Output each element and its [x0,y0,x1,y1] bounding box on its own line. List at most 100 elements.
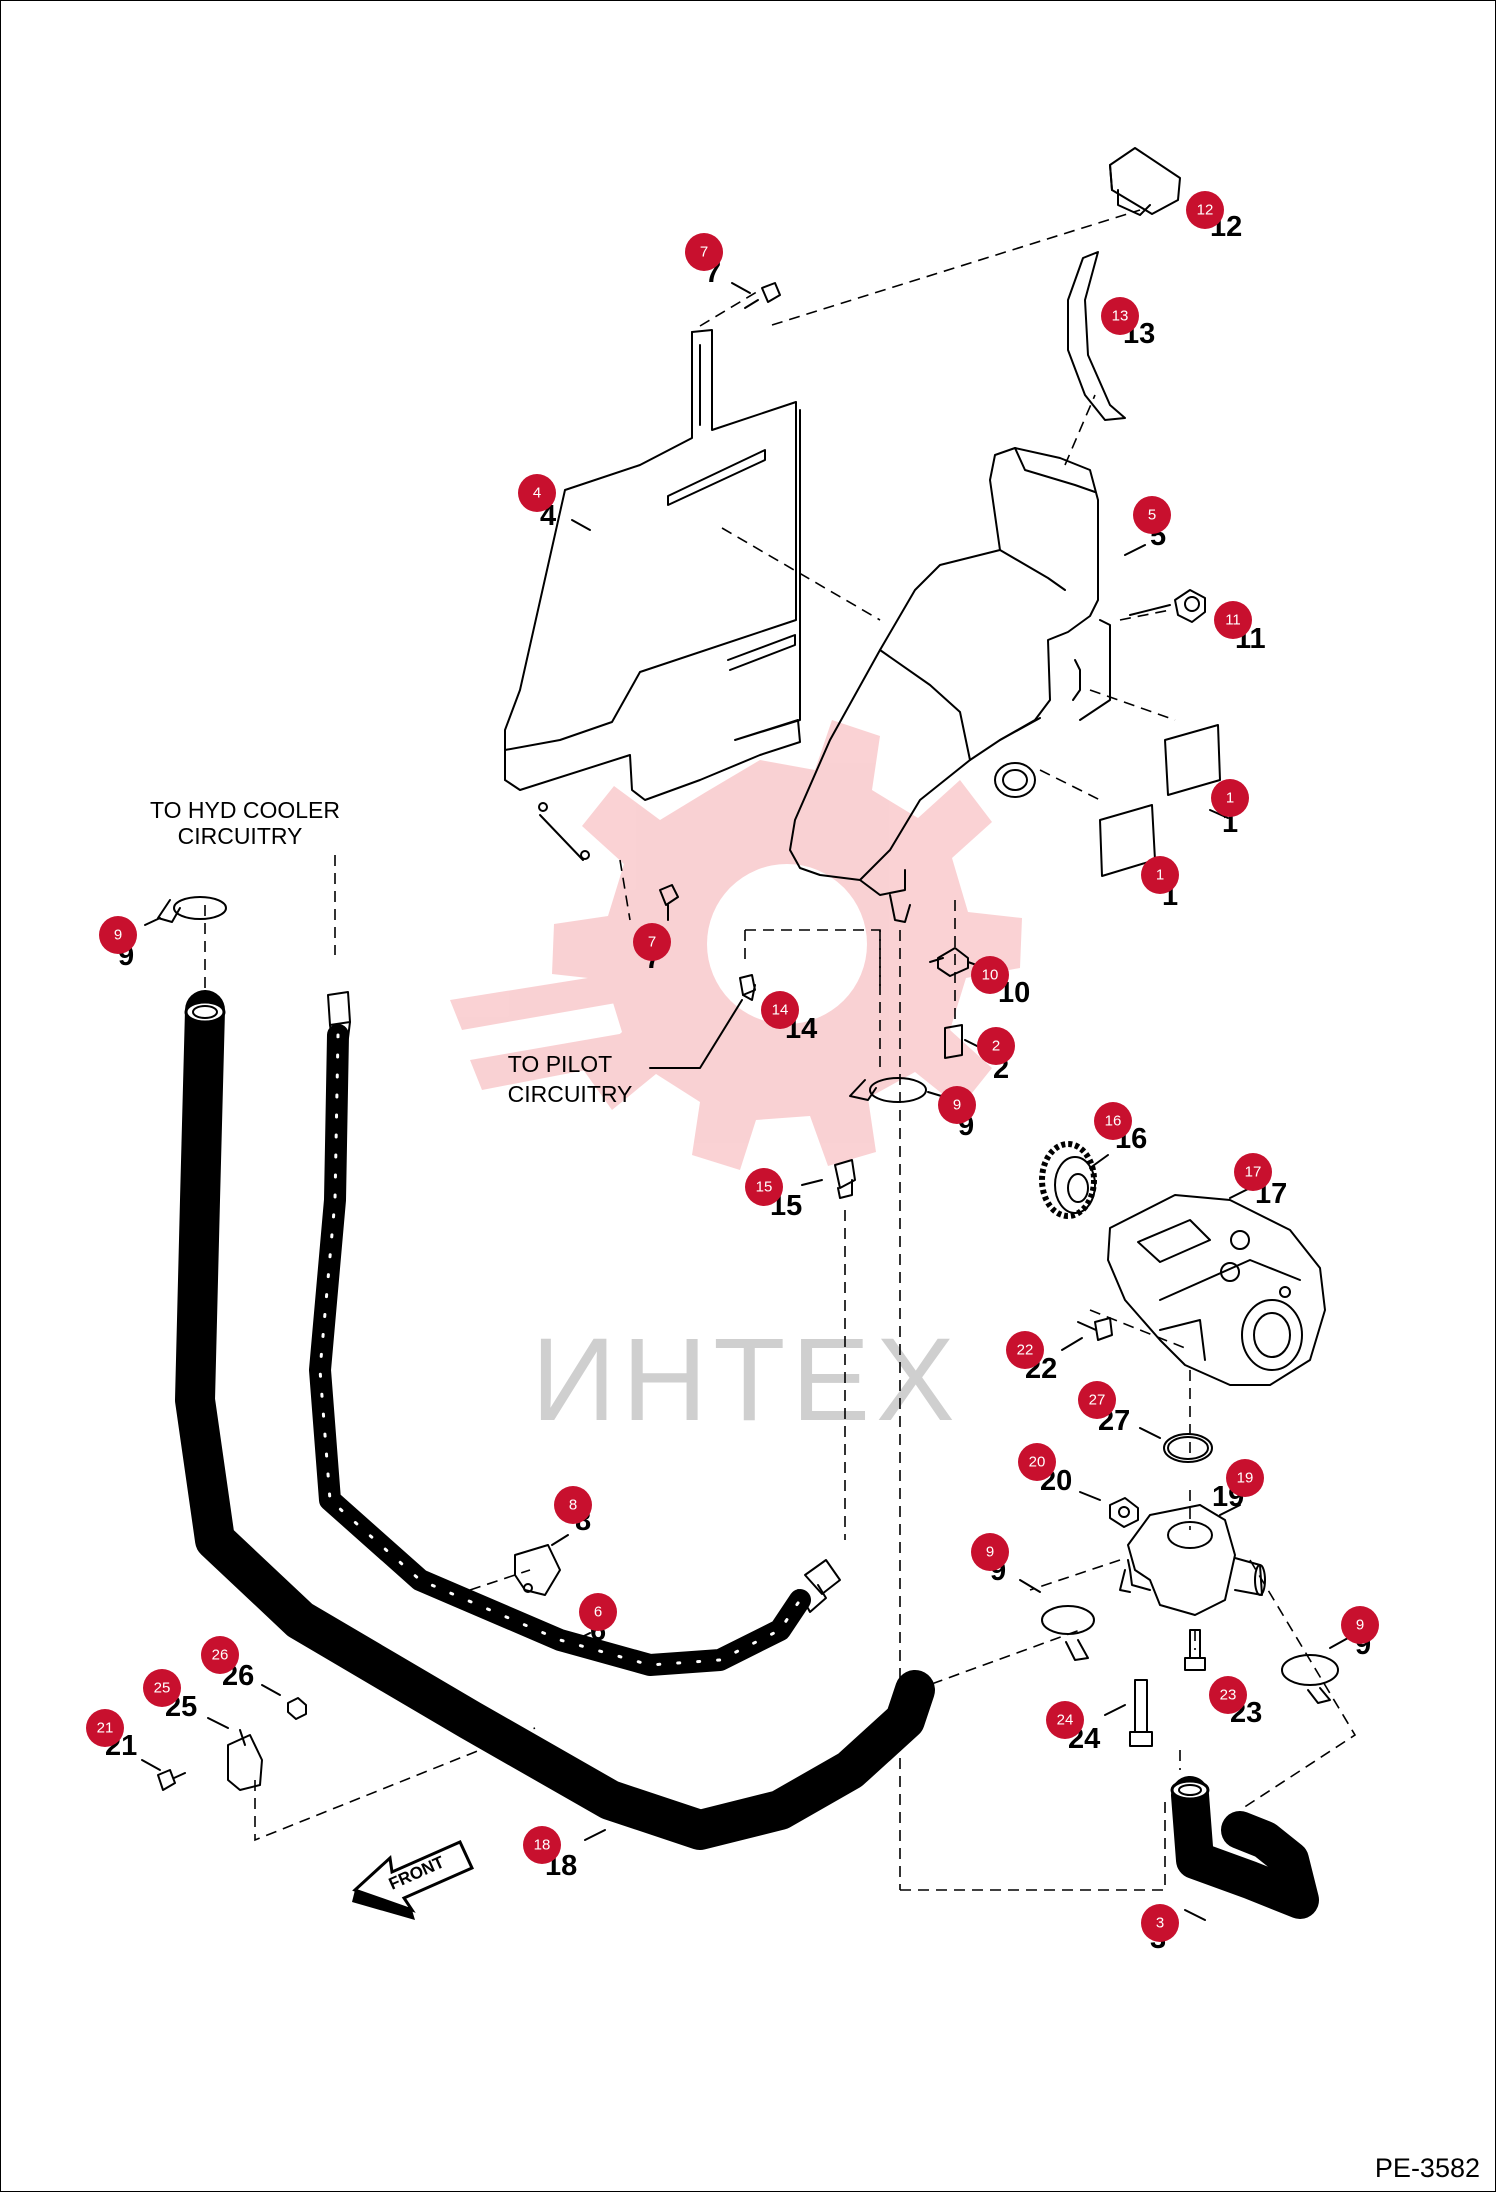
drawing-code: PE-3582 [1374,2153,1480,2183]
callout-9c: 99 [971,1533,1041,1593]
callout-badge [1226,1459,1264,1497]
svg-text:CIRCUITRY: CIRCUITRY [508,1081,633,1107]
callout-badge-label: 3 [1156,1915,1164,1932]
hyd-cooler-note: TO HYD COOLER CIRCUITRY [150,797,340,849]
bolt-lower [659,884,679,921]
callout-badge-label: 7 [648,934,656,951]
hydraulic-tank [789,447,1111,923]
svg-text:TO PILOT: TO PILOT [508,1051,612,1077]
callout-badge-label: 24 [1057,1712,1074,1729]
callout-badge [761,991,799,1029]
callout-badge-label: 9 [1356,1617,1364,1634]
filter-pad-upper [1164,724,1221,796]
callout-badge [685,233,723,271]
o-ring [1163,1433,1213,1463]
callout-badge-label: 5 [1148,507,1156,524]
hose-barb [944,1024,963,1059]
bolt-short [1184,1629,1206,1671]
callout-8: 88 [551,1486,592,1546]
callout-badge [201,1636,239,1674]
straight-fitting [834,1159,856,1199]
callout-2: 22 [964,1027,1015,1085]
callout-badge-label: 2 [992,1038,1000,1055]
hydraulic-pump [1107,1194,1326,1386]
clip-bolt [157,1769,186,1791]
bolt-top [744,282,781,309]
callout-badge [523,1826,561,1864]
watermark-logo [450,720,1022,1170]
callout-badge [1006,1331,1044,1369]
callout-badge [1214,601,1252,639]
callout-badge [633,923,671,961]
callout-badge-label: 17 [1245,1164,1262,1181]
callout-badge-label: 10 [982,967,999,984]
callout-badge [977,1027,1015,1065]
callout-badge-label: 26 [212,1647,229,1664]
callout-badge-label: 4 [533,485,541,502]
watermark-text: ИНТЕХ [531,1314,961,1446]
callout-badge-label: 19 [1237,1470,1254,1487]
p-clip-lower [227,1729,263,1791]
callout-badge [1141,1904,1179,1942]
callout-badge-label: 14 [772,1002,789,1019]
callout-badge-label: 13 [1112,308,1129,325]
callout-badge-label: 12 [1197,202,1214,219]
callout-badge-label: 6 [594,1604,602,1621]
return-hose [309,991,841,1676]
callout-badge [1141,856,1179,894]
callout-badge [1209,1676,1247,1714]
callout-7b: 77 [633,923,671,975]
callout-badge-label: 18 [534,1837,551,1854]
callout-badge-label: 15 [756,1179,773,1196]
callout-4: 44 [518,474,591,532]
clip-nut [287,1697,307,1720]
callout-badge [1101,297,1139,335]
callout-badge [971,956,1009,994]
callout-badge-label: 9 [986,1544,994,1561]
callout-badge [143,1669,181,1707]
hose-clamp-c [1041,1605,1095,1661]
callout-badge [1018,1443,1056,1481]
plug-fitting [1174,589,1206,623]
callout-badge-label: 21 [97,1720,114,1737]
hose-clamp-small [929,947,969,977]
hose-clamp-d [1281,1654,1339,1704]
callout-badge-label: 16 [1105,1113,1122,1130]
callout-badge [86,1709,124,1747]
callout-badge-label: 9 [114,927,122,944]
callout-badge [745,1168,783,1206]
filler-cap [1109,147,1181,216]
callout-badge-label: 1 [1226,790,1234,807]
callout-badge [1186,191,1224,229]
callout-badge [1133,496,1171,534]
callout-badge [554,1486,592,1524]
svg-text:TO HYD COOLER: TO HYD COOLER [150,797,340,823]
callout-badge [1211,779,1249,817]
bolt-long [1129,1679,1153,1747]
front-arrow: FRONT [352,1840,475,1920]
callout-badge [518,474,556,512]
callout-badge [938,1086,976,1124]
callouts: 11 11 22 33 44 55 66 77 77 88 99 99 99 9… [86,191,1379,1955]
callout-badge [971,1533,1009,1571]
callout-9a: 99 [99,916,161,972]
callout-badge-label: 11 [1225,612,1241,629]
hex-nut [1109,1497,1139,1528]
callout-badge [1046,1701,1084,1739]
callout-1b: 11 [1141,856,1179,912]
callout-badge [99,916,137,954]
pilot-note: TO PILOT CIRCUITRY [508,999,743,1107]
callout-7a: 77 [685,233,751,294]
callout-badge-label: 27 [1089,1392,1106,1409]
